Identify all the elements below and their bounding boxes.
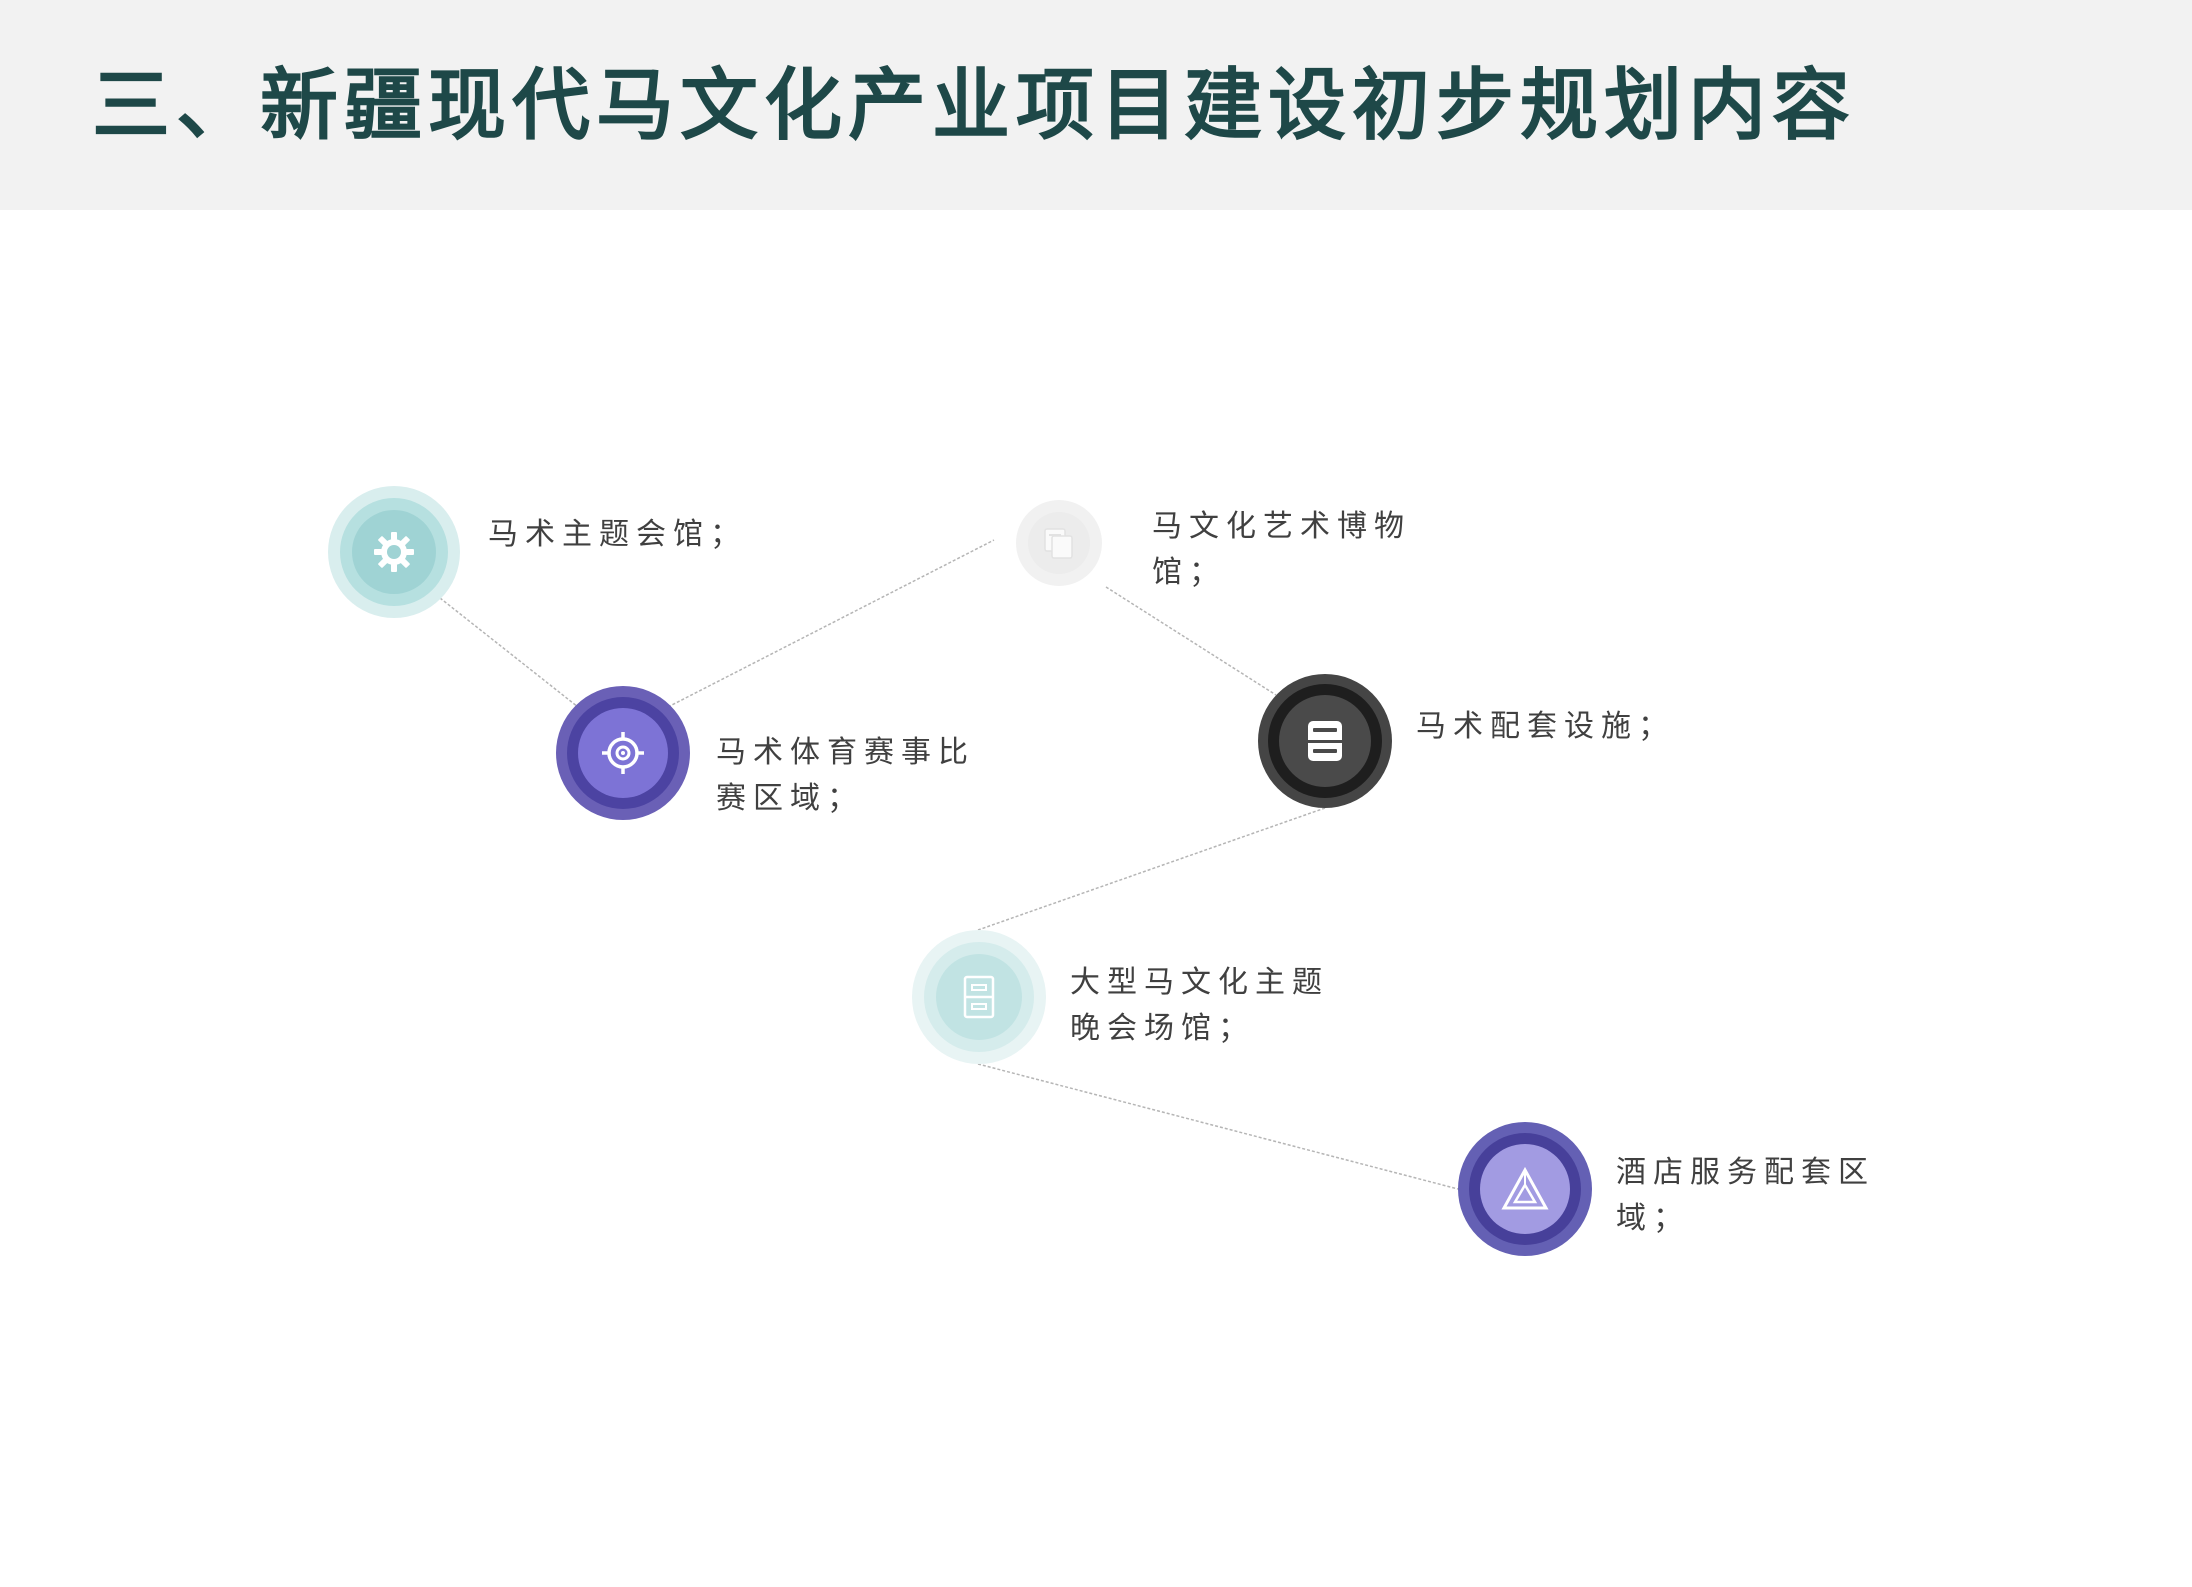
node-label-line: 晚会场馆；	[1070, 1011, 1255, 1046]
node-label-line: 大型马文化主题	[1070, 965, 1329, 1000]
triangle-icon	[1480, 1144, 1570, 1234]
node-equestrian-competition-area	[556, 686, 690, 820]
node-label-line: 马术配套设施；	[1416, 709, 1675, 744]
node-label-line: 马文化艺术博物	[1152, 509, 1411, 544]
node-label-5: 大型马文化主题 晚会场馆；	[1070, 960, 1329, 1052]
node-equestrian-facilities	[1258, 674, 1392, 808]
header-bar: 三、新疆现代马文化产业项目建设初步规划内容	[0, 0, 2192, 210]
node-label-line: 酒店服务配套区	[1616, 1155, 1875, 1190]
node-label-line: 域；	[1616, 1201, 1690, 1236]
node-hotel-service-area	[1458, 1122, 1592, 1256]
node-horse-culture-museum	[1016, 500, 1102, 586]
node-horse-theme-hall	[328, 486, 460, 618]
node-label-4: 马术配套设施；	[1416, 704, 1675, 750]
node-label-2: 马术体育赛事比 赛区域；	[716, 730, 975, 822]
node-label-1: 马术主题会馆；	[488, 512, 747, 558]
target-icon	[578, 708, 668, 798]
node-label-line: 赛区域；	[716, 781, 864, 816]
connector-1-2	[439, 597, 579, 708]
page-title: 三、新疆现代马文化产业项目建设初步规划内容	[92, 61, 1857, 151]
node-label-line: 马术主题会馆；	[488, 517, 747, 552]
connector-2-3	[667, 539, 995, 708]
node-gala-venue	[912, 930, 1046, 1064]
connector-5-6	[977, 1063, 1459, 1190]
gear-icon	[352, 510, 436, 594]
node-label-6: 酒店服务配套区 域；	[1616, 1150, 1875, 1242]
node-label-line: 馆；	[1152, 555, 1226, 590]
node-label-3: 马文化艺术博物 馆；	[1152, 504, 1411, 596]
connector-4-5	[977, 807, 1326, 931]
documents-icon	[1028, 512, 1090, 574]
connector-3-4	[1105, 586, 1277, 696]
drawer-icon	[936, 954, 1022, 1040]
cabinet-icon	[1279, 695, 1371, 787]
node-label-line: 马术体育赛事比	[716, 735, 975, 770]
